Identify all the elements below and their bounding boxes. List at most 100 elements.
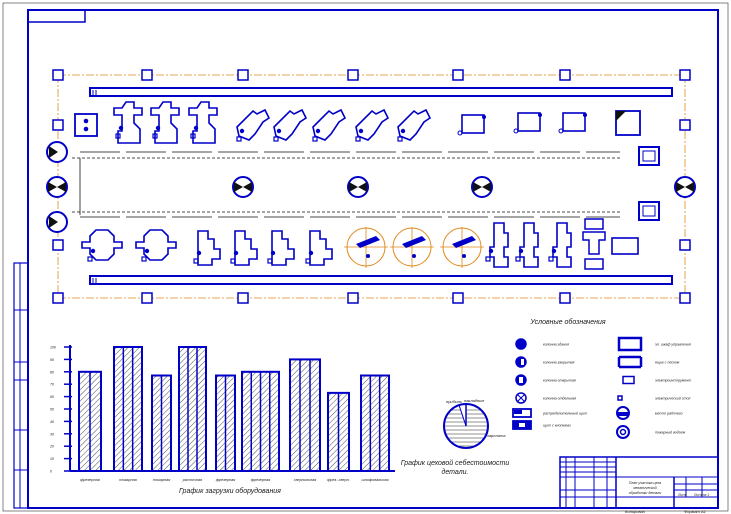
column-marker-icon xyxy=(471,176,493,198)
building-columns xyxy=(52,69,691,304)
machine-assembly xyxy=(582,218,639,270)
column-markers xyxy=(46,141,696,233)
bar: расточная xyxy=(178,346,207,482)
column-square xyxy=(559,292,571,304)
title-block: План участка цеха механической обработки… xyxy=(559,456,719,514)
legend-title: Условные обозначения xyxy=(529,318,606,326)
column-square xyxy=(237,292,249,304)
legend-item: пожарный водоем xyxy=(616,425,686,439)
y-tick-label: 10 xyxy=(50,457,54,461)
column-marker-icon xyxy=(232,176,254,198)
column-square xyxy=(141,292,153,304)
machine-rotary xyxy=(344,227,388,268)
machine-milling xyxy=(273,108,308,142)
bar: шлифовальная xyxy=(360,374,390,482)
column-square xyxy=(679,119,691,131)
pie-label-overhead: накладные xyxy=(464,398,485,403)
conveyor-top xyxy=(89,87,673,97)
machine-layout xyxy=(74,101,641,270)
machine-lathe xyxy=(113,101,143,144)
legend-sandbox-icon xyxy=(617,355,643,369)
conveyor-bottom xyxy=(89,275,673,285)
y-tick-label: 70 xyxy=(50,383,54,387)
sheet-label: Лист xyxy=(677,493,687,497)
machine-milling xyxy=(355,108,390,142)
machine-milling-vertical xyxy=(193,230,221,266)
inner-frame xyxy=(27,9,719,509)
column-square xyxy=(452,69,464,81)
cost-pie-chart: прибыль накладные зарплата График цехово… xyxy=(401,398,510,476)
column-square xyxy=(52,69,64,81)
bar-rect xyxy=(113,346,143,472)
column-square xyxy=(679,69,691,81)
bar: токарная xyxy=(151,374,172,482)
bar: фрезерная xyxy=(215,374,236,482)
bar-rect xyxy=(289,358,321,472)
x-tick-label: фрез.-сверл. xyxy=(327,478,350,482)
bar: фрезерная xyxy=(78,370,102,482)
side-strip xyxy=(13,262,29,509)
sheets-label: Листов 1 xyxy=(693,493,709,497)
x-tick-label: токарная xyxy=(119,478,136,482)
y-tick-label: 90 xyxy=(50,358,54,362)
machine-milling xyxy=(397,108,432,142)
switchboard-icon xyxy=(638,201,660,221)
legend-item: место рабочего xyxy=(616,406,683,420)
switchboard-icon xyxy=(638,146,660,166)
y-tick-label: 60 xyxy=(50,395,54,399)
legend-label: колонна здания xyxy=(543,343,569,347)
y-tick-label: 80 xyxy=(50,370,54,374)
column-square xyxy=(679,239,691,251)
pie-label-profit: прибыль xyxy=(446,399,462,404)
legend-item: колонна закрытая xyxy=(515,356,575,368)
legend-label: электрический стол xyxy=(655,397,690,401)
column-square xyxy=(347,69,359,81)
legend-column-icon xyxy=(515,338,527,350)
x-tick-label: фрезерная xyxy=(80,478,100,482)
legend-electric-icon xyxy=(622,375,635,385)
legend-item: колонна открытая xyxy=(515,374,576,386)
machine-boring xyxy=(81,229,123,262)
bar: токарная xyxy=(113,346,143,482)
legend-label: колонна открытая xyxy=(543,379,576,383)
legend-cabinet-icon xyxy=(617,336,643,352)
column-square xyxy=(559,69,571,81)
column-square xyxy=(141,69,153,81)
machine-lathe xyxy=(188,101,218,144)
pie-title-2: детали. xyxy=(441,468,468,476)
x-tick-label: фрезерная xyxy=(251,478,271,482)
legend-item: эл. шкаф управления xyxy=(617,336,691,352)
legend: Условные обозначения колонна здания колон… xyxy=(512,318,691,439)
column-axes xyxy=(57,74,686,299)
machine-drill xyxy=(457,114,486,136)
legend-label: колонна отдельная xyxy=(543,397,576,401)
legend-label: ящик с песком xyxy=(654,361,680,365)
bar-rect xyxy=(178,346,207,472)
machine-rotary xyxy=(390,227,434,268)
machine-grinder xyxy=(615,110,641,136)
machine-milling-vertical xyxy=(305,230,333,266)
wall-marker-icon xyxy=(46,211,68,233)
bar-rect xyxy=(360,374,390,472)
machine-drill xyxy=(558,112,587,134)
column-square xyxy=(452,292,464,304)
column-marker-icon xyxy=(347,176,369,198)
doc-title-3: обработки детали xyxy=(629,491,662,495)
legend-item: колонна здания xyxy=(515,338,569,350)
column-square xyxy=(237,69,249,81)
machine-multi-spindle xyxy=(548,222,572,268)
legend-item: ящик с песком xyxy=(617,355,680,369)
machine-multi-spindle xyxy=(485,222,509,268)
machine-milling xyxy=(236,108,271,142)
wall-marker-icon xyxy=(46,141,68,163)
copied-label: Копировал xyxy=(625,509,646,514)
x-tick-label: сверлильная xyxy=(294,478,317,482)
column-square xyxy=(52,292,64,304)
column-square xyxy=(52,119,64,131)
machine-drill xyxy=(513,112,542,134)
bar: сверлильная xyxy=(289,358,321,482)
legend-label: электроинструмент xyxy=(655,379,691,383)
x-tick-label: расточная xyxy=(182,478,202,482)
